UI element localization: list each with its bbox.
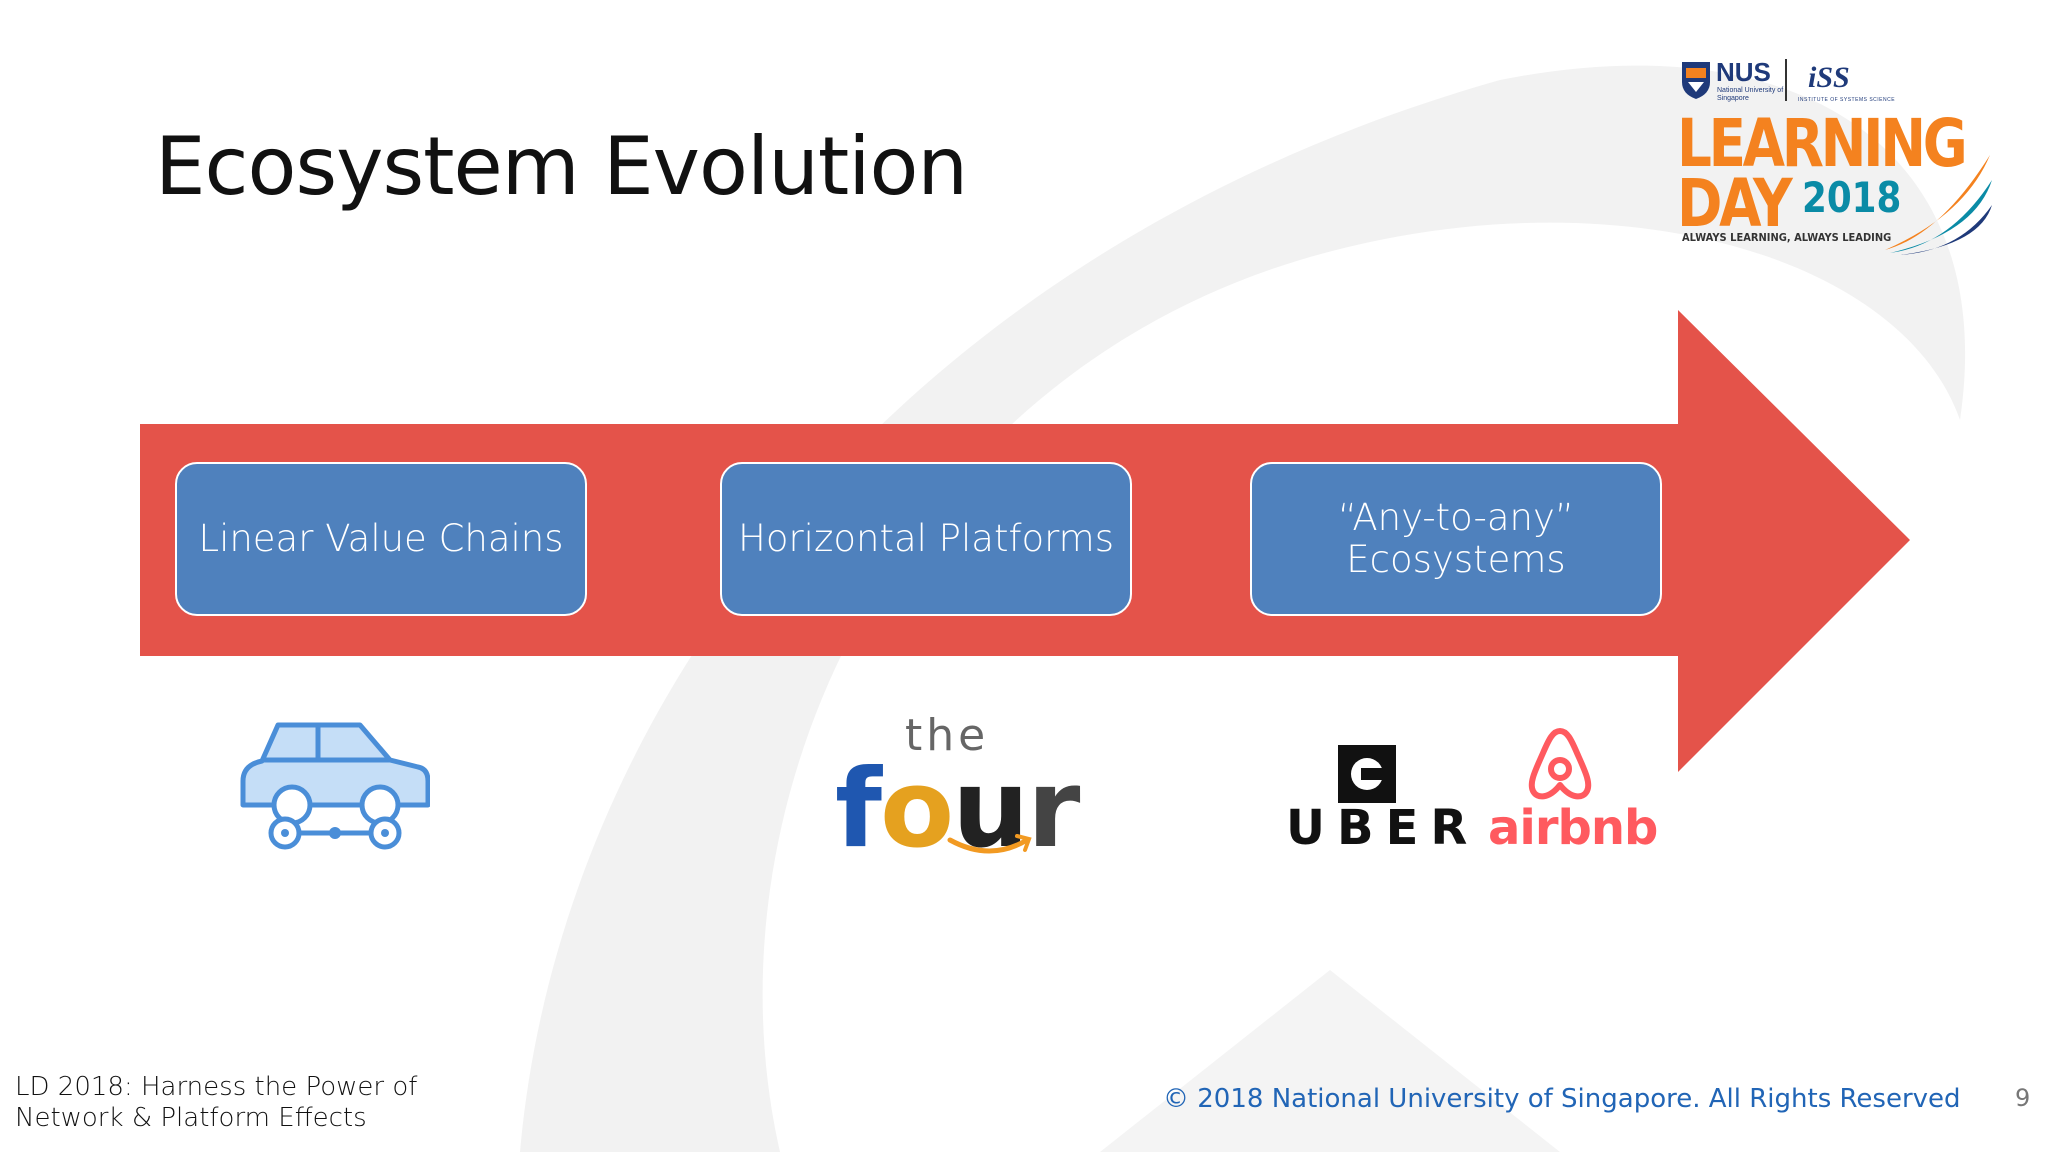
four-letter-r: r <box>1027 747 1080 872</box>
nus-crest-icon <box>1682 62 1710 99</box>
iss-wordmark: iSS <box>1808 61 1850 94</box>
page-number: 9 <box>2015 1084 2031 1112</box>
logo-tagline: ALWAYS LEARNING, ALWAYS LEADING <box>1682 231 1892 244</box>
logo-divider <box>1785 59 1787 101</box>
iss-subtitle: INSTITUTE OF SYSTEMS SCIENCE <box>1798 97 1896 103</box>
footer-line1: LD 2018: Harness the Power of <box>15 1072 418 1102</box>
stage-label: Horizontal Platforms <box>738 517 1114 560</box>
stage-linear-value-chains: Linear Value Chains <box>175 462 587 616</box>
stage-label: Linear Value Chains <box>198 517 564 560</box>
car-on-chain-icon <box>240 722 430 850</box>
airbnb-wordmark: airbnb <box>1488 800 1658 856</box>
four-letter-o: o <box>880 747 954 872</box>
year-text: 2018 <box>1802 173 1902 222</box>
stage-any-to-any-ecosystems: “Any-to-any” Ecosystems <box>1250 462 1662 616</box>
learning-day-logo: NUS National University of Singapore iSS… <box>1677 55 1992 255</box>
footer-line2: Network & Platform Effects <box>15 1103 367 1133</box>
stage-label: “Any-to-any” Ecosystems <box>1338 497 1574 581</box>
amazon-smile-icon <box>947 834 1032 854</box>
stage-horizontal-platforms: Horizontal Platforms <box>720 462 1132 616</box>
nus-subtitle: National University of Singapore <box>1717 87 1784 102</box>
uber-logo-icon <box>1338 745 1396 803</box>
footer-copyright: © 2018 National University of Singapore.… <box>1163 1084 1961 1114</box>
four-letter-f: f <box>835 747 882 872</box>
the-four-the-text: the <box>905 710 990 761</box>
day-word: DAY <box>1677 165 1793 242</box>
learning-word: LEARNING <box>1677 105 1968 182</box>
slide-title: Ecosystem Evolution <box>155 120 968 213</box>
stage-label-line2: Ecosystems <box>1346 538 1566 581</box>
nus-wordmark: NUS <box>1716 57 1771 87</box>
footer-event-title: LD 2018: Harness the Power of Network & … <box>15 1072 417 1134</box>
stage-label-line1: “Any-to-any” <box>1337 496 1575 539</box>
uber-wordmark: UBER <box>1286 800 1480 856</box>
logo-swoosh-icon <box>1885 155 1992 255</box>
airbnb-belo-icon <box>1528 728 1592 800</box>
the-four-logo: four <box>835 755 1080 865</box>
